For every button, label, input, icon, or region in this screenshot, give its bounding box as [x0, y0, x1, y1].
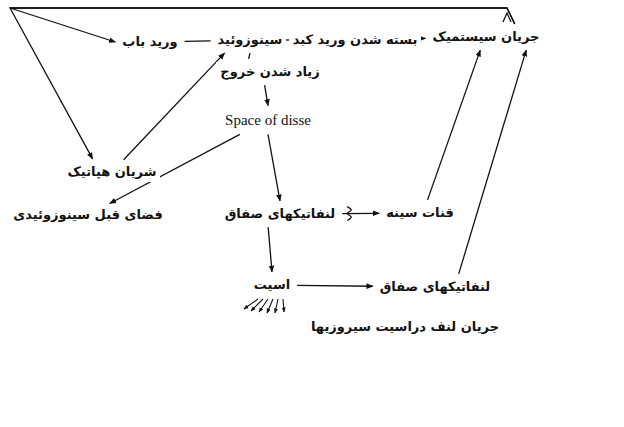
flow-connector	[249, 53, 250, 59]
flow-connector	[268, 134, 280, 201]
flow-term: Space of disse	[221, 109, 315, 132]
flow-term: لنفاتیکهای صفاق	[221, 204, 340, 224]
leak-arrows	[244, 299, 284, 313]
term-text: فضای قبل سینوزوئیدی	[13, 207, 162, 223]
flow-term: ورید باب	[118, 32, 181, 52]
caption: جریان لنف دراسیت سیروزیها	[308, 318, 502, 335]
flow-connector	[428, 50, 481, 200]
flow-term: شریان هپاتیک	[64, 162, 161, 182]
term-text: ورید باب	[122, 34, 177, 50]
flow-term: اسیت	[250, 275, 294, 295]
flow-connector	[268, 227, 272, 272]
term-text: Space of disse	[225, 111, 311, 130]
term-text: قنات سینه	[386, 205, 454, 221]
flow-term: قنات سینه	[382, 203, 458, 223]
term-text: لنفاتیکهای صفاق	[225, 206, 336, 222]
term-text: سینوزوئید	[218, 32, 283, 48]
term-text: جریان سیستمیک	[433, 29, 540, 45]
flow-connector	[185, 40, 211, 42]
flow-connector	[124, 53, 225, 160]
term-text: شریان هپاتیک	[68, 164, 157, 180]
flow-term: جریان سیستمیک	[429, 27, 544, 47]
decoration	[244, 13, 511, 313]
term-text: بسته شدن ورید کبد	[293, 32, 418, 48]
term-text: اسیت	[254, 277, 290, 293]
term-text: زیاد شدن خروج	[220, 64, 319, 80]
flow-term: زیاد شدن خروج	[216, 62, 323, 82]
block-mark	[347, 207, 351, 221]
term-text: لنفاتیکهای صفاق	[380, 279, 491, 295]
flow-term: فضای قبل سینوزوئیدی	[9, 205, 166, 225]
flow-term: سینوزوئید	[214, 30, 287, 50]
flow-connector	[459, 50, 526, 274]
flow-term: لنفاتیکهای صفاق	[376, 277, 495, 297]
flow-connector	[297, 285, 373, 287]
flow-connector	[265, 85, 268, 106]
flow-connector	[424, 38, 425, 39]
flow-term: بسته شدن ورید کبد	[289, 30, 422, 50]
flow-arrowhead	[503, 13, 511, 22]
